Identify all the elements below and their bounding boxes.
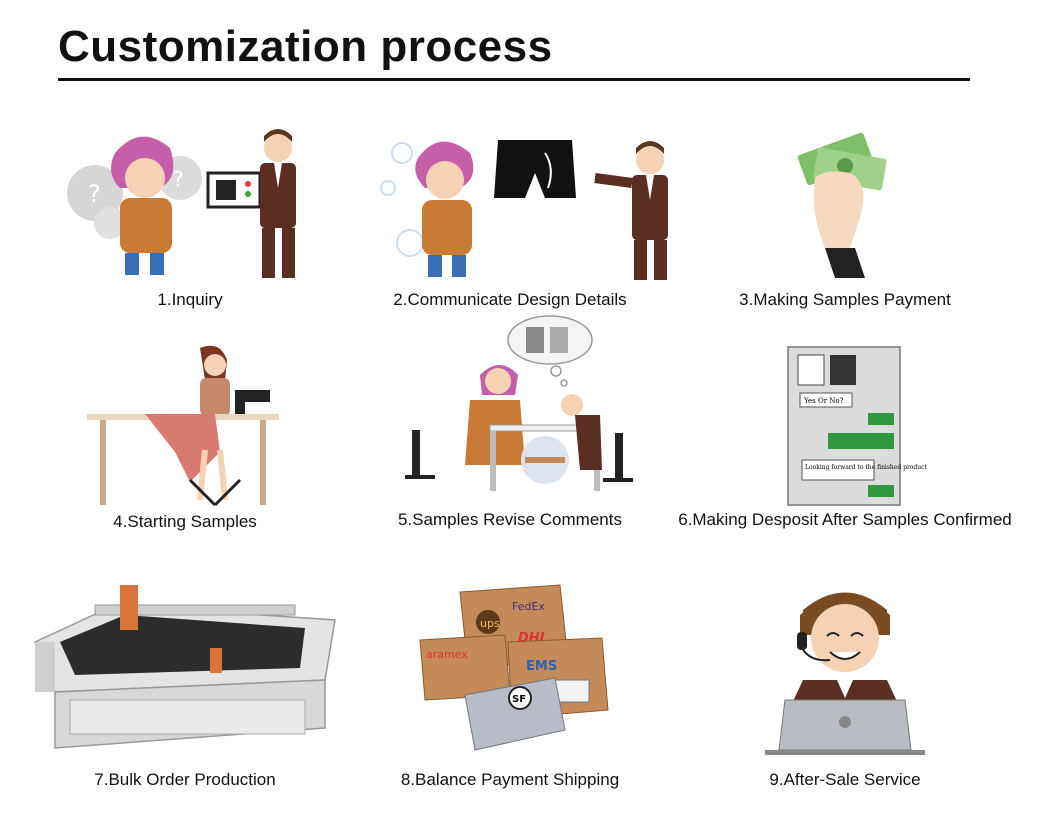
step-1: ? ? 1.Inquiry [20,118,360,318]
ups-logo: ups [480,617,500,630]
chat-reply-text: Looking forward to the finished product [805,464,927,471]
step-3: 3.Making Samples Payment [675,118,1015,318]
step-6: Yes Or No? Looking forward to the finish… [670,345,1020,540]
step-9: 9.After-Sale Service [675,580,1015,795]
step-1-label: 1.Inquiry [157,290,223,309]
step-6-label: 6.Making Desposit After Samples Confirme… [678,510,1012,529]
page-title: Customization process [58,22,553,71]
step-4-label: 4.Starting Samples [113,512,257,531]
shipping-boxes-illustration-icon: ups FedEx DHL aramex EMS SF [340,580,680,760]
design-discussion-illustration-icon [340,118,680,283]
ems-logo: EMS [526,659,557,674]
step-5: 5.Samples Revise Comments [340,315,680,540]
svg-text:?: ? [88,180,101,208]
sewing-machine-illustration-icon [15,340,355,510]
sf-logo: SF [512,694,526,705]
fedex-logo: FedEx [512,600,545,613]
cutting-machine-illustration-icon [15,580,355,760]
meeting-handshake-illustration-icon [340,315,680,510]
step-4: 4.Starting Samples [15,340,355,540]
chat-confirmation-illustration-icon: Yes Or No? Looking forward to the finish… [670,345,1020,510]
step-8-label: 8.Balance Payment Shipping [400,770,620,789]
inquiry-illustration-icon: ? ? [20,118,360,283]
chat-question-text: Yes Or No? [803,397,844,405]
step-3-label: 3.Making Samples Payment [739,290,951,309]
svg-text:?: ? [173,167,184,191]
cash-payment-illustration-icon [675,118,1015,283]
step-2-label: 2.Communicate Design Details [393,290,627,309]
step-2: 2.Communicate Design Details [340,118,680,318]
step-7-label: 7.Bulk Order Production [94,770,276,789]
title-underline [58,78,970,81]
step-8: ups FedEx DHL aramex EMS SF 8.Balance Pa… [340,580,680,795]
step-7: 7.Bulk Order Production [15,580,355,795]
step-5-label: 5.Samples Revise Comments [398,510,622,529]
aramex-logo: aramex [426,648,468,661]
customer-support-illustration-icon [675,580,1015,760]
step-9-label: 9.After-Sale Service [769,770,921,789]
